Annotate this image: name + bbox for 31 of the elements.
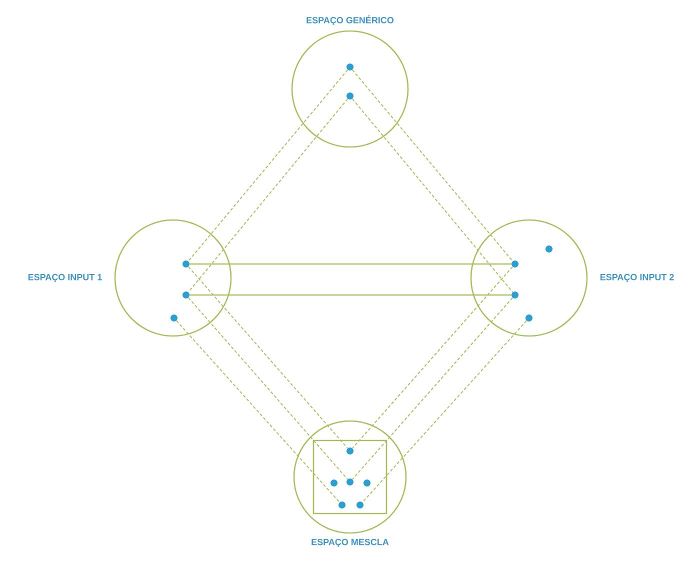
- dashed-line: [352, 98, 514, 293]
- dot: [182, 292, 190, 298]
- dot: [346, 478, 354, 486]
- node-label: ESPAÇO GENÉRICO: [306, 15, 394, 26]
- node-label: ESPAÇO INPUT 2: [600, 274, 674, 282]
- dot: [364, 480, 370, 486]
- dot: [512, 292, 518, 298]
- dashed-line: [352, 297, 514, 480]
- dot: [546, 246, 552, 252]
- dot: [356, 502, 364, 508]
- dashed-line: [352, 69, 514, 262]
- dashed-line: [188, 98, 348, 293]
- connecting-line: [190, 294, 512, 296]
- blend-square: [312, 440, 388, 514]
- dot: [346, 92, 354, 100]
- dot: [346, 64, 354, 70]
- dashed-line: [188, 69, 348, 262]
- node-label: ESPAÇO INPUT 1: [28, 274, 102, 282]
- dot: [512, 260, 518, 268]
- dot: [346, 448, 354, 454]
- dot: [170, 314, 178, 322]
- dashed-line: [362, 320, 528, 503]
- dot: [330, 480, 338, 486]
- node-label: ESPAÇO MESCLA: [312, 538, 389, 547]
- connecting-line: [190, 263, 512, 265]
- dashed-line: [188, 297, 348, 480]
- dashed-line: [352, 266, 514, 449]
- dot: [338, 502, 346, 508]
- dot: [526, 314, 532, 322]
- dashed-line: [188, 266, 348, 449]
- dot: [182, 260, 190, 268]
